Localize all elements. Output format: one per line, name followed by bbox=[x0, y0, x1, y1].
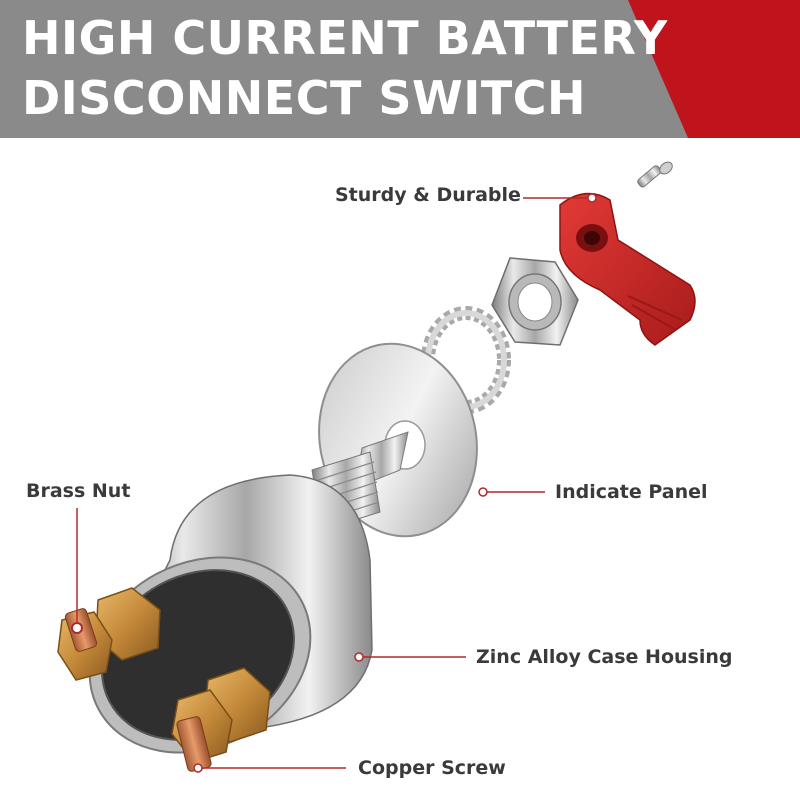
callout-dot-indicate bbox=[478, 487, 488, 497]
brass-nut-upper bbox=[57, 587, 161, 681]
title-banner: HIGH CURRENT BATTERY DISCONNECT SWITCH bbox=[0, 0, 800, 138]
red-lever-key bbox=[559, 192, 696, 346]
title-line-1: HIGH CURRENT BATTERY bbox=[22, 11, 668, 65]
brass-nut-lower bbox=[171, 667, 271, 772]
callout-dot-zinc bbox=[354, 652, 364, 662]
title-line-2: DISCONNECT SWITCH bbox=[22, 71, 586, 125]
callout-dot-copper bbox=[193, 763, 203, 773]
hex-nut bbox=[491, 257, 579, 346]
callout-brass-nut: Brass Nut bbox=[26, 480, 131, 502]
callout-dot-sturdy bbox=[587, 193, 597, 203]
callout-indicate-panel: Indicate Panel bbox=[555, 481, 708, 503]
page-title: HIGH CURRENT BATTERY DISCONNECT SWITCH bbox=[22, 8, 668, 128]
callout-sturdy-durable: Sturdy & Durable bbox=[335, 184, 521, 206]
banner-background bbox=[0, 0, 800, 138]
screw bbox=[637, 161, 673, 188]
callout-copper-screw: Copper Screw bbox=[358, 757, 506, 779]
banner-accent-stripe bbox=[628, 0, 800, 138]
callout-lines bbox=[76, 193, 597, 773]
callout-zinc-alloy-case: Zinc Alloy Case Housing bbox=[476, 646, 733, 668]
product-illustration bbox=[57, 161, 696, 773]
